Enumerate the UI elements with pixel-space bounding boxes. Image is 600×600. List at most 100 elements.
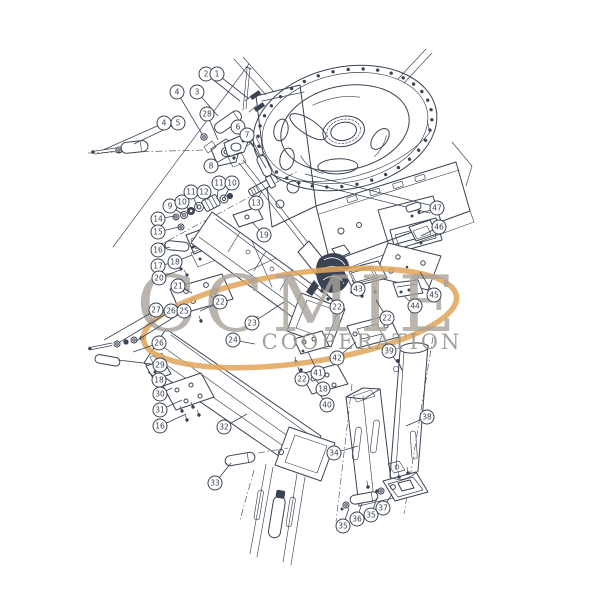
callout-number-26: 26 [166,307,176,316]
ring-bolt-hole [331,70,335,74]
callout-balloon-19 [256,227,272,243]
callout-balloon-22 [379,310,395,326]
callout-balloon-23 [244,315,260,331]
callout-number-46: 46 [434,223,444,232]
callout-number-16: 16 [153,246,163,255]
ring-bolt-holes [256,67,434,189]
callout-balloon-27 [148,302,164,318]
callout-balloon-12 [196,184,212,200]
callout-number-36: 36 [352,515,362,524]
spoke-cutout [370,128,390,150]
callout-number-11: 11 [186,188,196,197]
pin-16 [164,240,190,252]
ring-bolt-hole [302,79,307,84]
callout-balloon-20 [151,270,167,286]
ring-bolt-hole [256,134,260,138]
callout-balloon-25 [176,303,192,319]
ring-bolt-hole [430,118,434,122]
callout-balloon-22 [294,371,310,387]
callout-number-37: 37 [378,504,388,513]
callout-balloon-43 [350,281,366,297]
callout-number-40: 40 [322,401,332,410]
callout-balloon-32 [216,419,232,435]
callout-number-20: 20 [154,274,164,283]
watermark-primary-text: CCMIE [137,260,464,350]
callout-number-18: 18 [170,258,180,267]
callout-balloon-37 [375,500,391,516]
callout-number-8: 8 [209,162,214,171]
outrigger-legs [335,336,434,523]
callout-number-15: 15 [153,228,163,237]
ring-bolt-hole [389,71,393,75]
callout-balloon-18 [315,381,331,397]
spoke-cutout [317,158,359,175]
ring-bolt-hole [346,67,350,72]
ring-bolt-hole [428,128,432,132]
callout-balloon-4 [169,84,185,100]
callout-balloon-35 [363,507,379,523]
callout-balloon-15 [150,224,166,240]
callout-number-18: 18 [318,385,328,394]
ring-bolt-hole [396,165,401,170]
ring-bolt-hole [383,172,388,177]
ring-bolt-hole [411,82,416,86]
ring-bolt-hole [340,184,344,189]
callout-number-38: 38 [422,413,432,422]
callout-number-28: 28 [202,110,212,119]
callout-balloon-40 [319,397,335,413]
frame-edge-line [112,63,250,248]
callout-number-7: 7 [245,131,250,140]
spoke-cutout [289,113,327,141]
leader-line-4 [176,91,203,135]
callout-balloon-34 [326,445,342,461]
leg-38-top [399,342,429,354]
callout-balloon-10 [224,175,240,191]
callout-number-45: 45 [429,291,439,300]
callout-number-19: 19 [259,231,269,240]
bracket-41 [293,330,330,355]
callout-balloon-5 [170,115,186,131]
pin-29 [94,354,121,367]
callout-balloon-46 [431,219,447,235]
callout-balloon-28 [199,106,215,122]
callout-balloon-36 [349,511,365,527]
corner-bracket [451,141,473,187]
callout-balloon-44 [407,298,423,314]
ring-bolt-hole [375,68,380,72]
callout-balloon-41 [310,365,326,381]
callout-number-22: 22 [382,314,392,323]
callout-number-10: 10 [177,198,187,207]
callout-balloon-1 [209,66,225,82]
callout-balloon-16 [152,418,168,434]
callout-balloon-22 [329,299,345,315]
callout-number-22: 22 [297,375,307,384]
watermark-secondary-text: COOPERATION [262,330,463,354]
callout-number-21: 21 [173,282,183,291]
callout-balloon-8 [203,158,219,174]
ring-bolt-hole [423,138,428,143]
callout-number-12: 12 [199,188,209,197]
callout-balloon-29 [152,357,168,373]
callout-number-4: 4 [175,88,180,97]
plate-30 [162,372,215,411]
callout-balloon-18 [167,254,183,270]
beam-socket-end [274,426,336,482]
callout-number-35: 35 [338,522,348,531]
callout-number-24: 24 [228,336,238,345]
callout-number-13: 13 [251,199,261,208]
callout-balloon-30 [152,386,168,402]
callout-number-29: 29 [155,361,165,370]
axle-stack [155,170,299,248]
callout-number-11: 11 [214,179,224,188]
ring-bolt-hole [257,144,261,148]
callout-number-30: 30 [155,390,165,399]
callout-number-33: 33 [210,479,220,488]
callout-number-35: 35 [366,511,376,520]
washer-4 [200,133,208,141]
callout-number-42: 42 [332,354,342,363]
callout-balloon-47 [429,200,445,216]
callout-number-43: 43 [353,285,363,294]
callout-number-4: 4 [162,119,167,128]
